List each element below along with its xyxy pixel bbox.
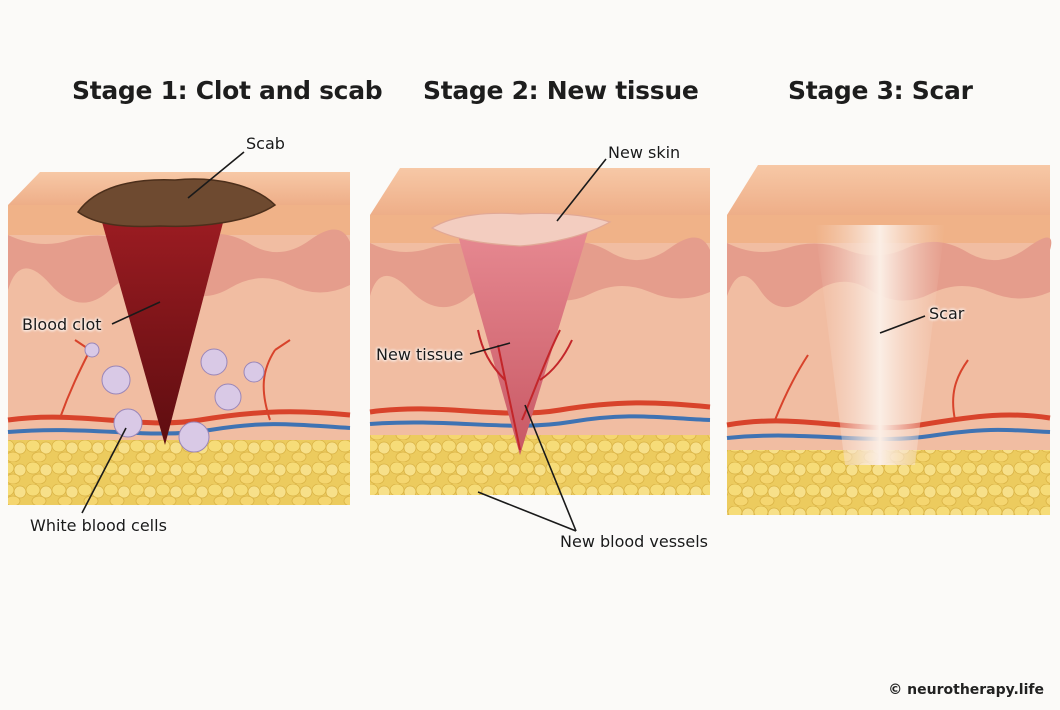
leader-line-blood-clot [111, 301, 161, 325]
white-blood-cell [214, 383, 242, 411]
stage-1-capillaries [59, 339, 291, 421]
leader-line-white-blood-cells [81, 427, 127, 514]
leader-line-new-tissue [469, 342, 511, 355]
stage-2-fat-layer [370, 435, 710, 495]
stage-3-block [726, 165, 1052, 515]
stage-2-new-tissue [455, 225, 590, 455]
leader-line-scab [187, 151, 245, 199]
label-white-blood-cells: White blood cells [30, 516, 167, 535]
label-scab: Scab [246, 134, 285, 153]
white-blood-cell [178, 421, 210, 453]
stage-1-scab [76, 178, 277, 228]
leader-line-new-blood-vessels [524, 404, 577, 532]
stage-2-top [370, 168, 710, 215]
white-blood-cell [113, 408, 143, 438]
label-new-skin: New skin [608, 143, 681, 162]
stage-2-new-blood-vessels [477, 329, 573, 451]
white-blood-cells-group [84, 342, 265, 453]
leader-lines [81, 151, 926, 532]
stage-3-capillaries [774, 354, 969, 421]
stage-1-title: Stage 1: Clot and scab [72, 76, 383, 105]
label-new-blood-vessels: New blood vessels [560, 532, 709, 551]
stage-2-title: Stage 2: New tissue [423, 76, 699, 105]
white-blood-cell [243, 361, 265, 383]
label-new-tissue: New tissue [376, 345, 464, 364]
stage-3-scar-tissue [815, 225, 945, 465]
stage-2-vein [369, 414, 711, 428]
white-blood-cell [101, 365, 131, 395]
stage-1-artery [7, 409, 351, 426]
copyright-credit: © neurotherapy.life [888, 682, 1044, 698]
leader-line-new-skin [556, 158, 607, 222]
leader-line-new-blood-vessels-2 [477, 491, 577, 532]
label-scar: Scar [929, 304, 965, 323]
stage-1-blood-clot [100, 215, 225, 445]
white-blood-cell [200, 348, 228, 376]
leader-line-scar [879, 315, 926, 334]
stage-2-artery [369, 400, 711, 416]
stage-1-block [7, 172, 351, 505]
stage-1-fat-layer [8, 440, 350, 505]
stage-3-title: Stage 3: Scar [788, 76, 973, 105]
label-blood-clot: Blood clot [22, 315, 102, 334]
stage-2-block [369, 168, 711, 495]
white-blood-cell [84, 342, 100, 358]
stage-3-top [727, 165, 1050, 215]
stage-2-new-skin [430, 212, 612, 247]
